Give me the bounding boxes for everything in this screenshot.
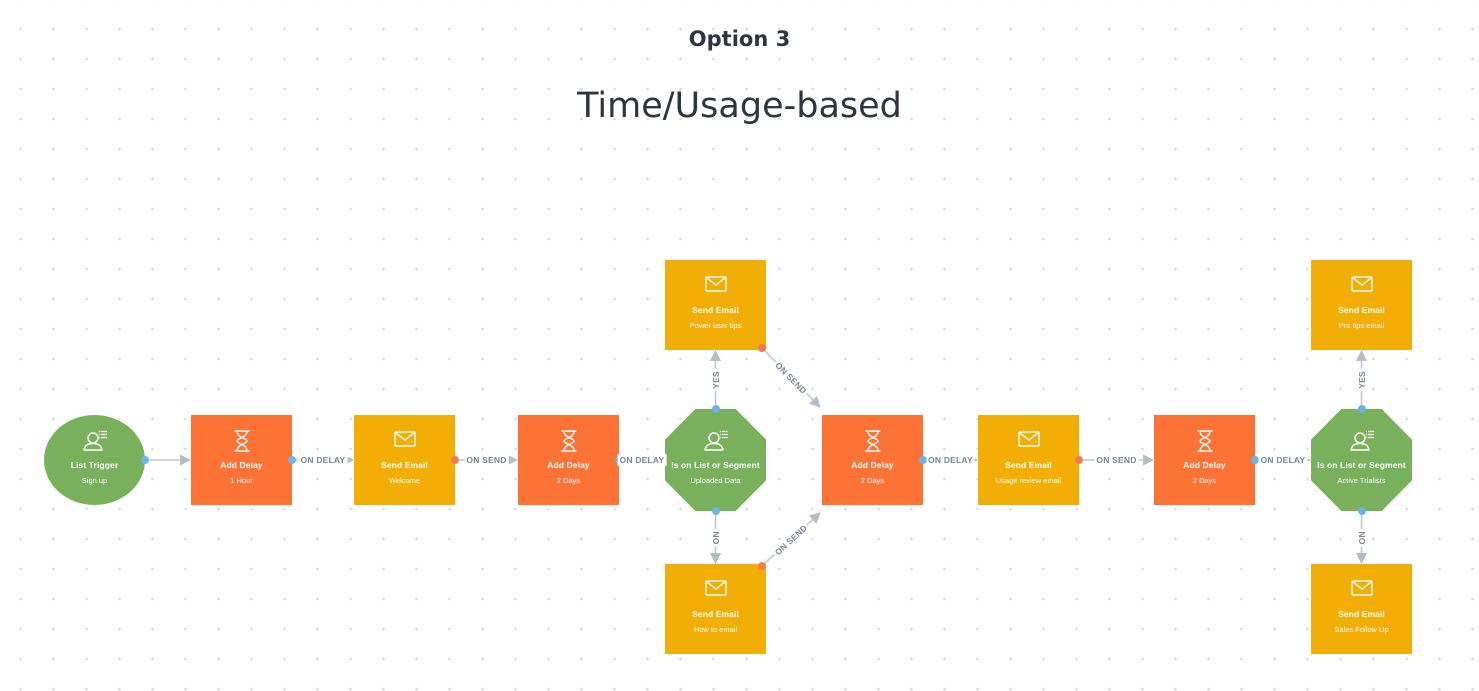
output-port[interactable]: [758, 344, 766, 352]
node-subtitle: Active Trialists: [1337, 476, 1386, 485]
node-title: List Trigger: [70, 460, 119, 470]
node-title: Send Email: [692, 609, 739, 619]
node-title: Send Email: [1005, 460, 1052, 470]
node-subtitle: 2 Days: [860, 476, 885, 485]
flow-title: Time/Usage-based: [577, 86, 902, 126]
user-list-icon: [665, 429, 766, 455]
output-port[interactable]: [711, 507, 720, 515]
edge-label: ON DELAY: [1258, 454, 1308, 466]
node-title: Add Delay: [220, 460, 263, 470]
edge-label: ON DELAY: [298, 454, 348, 466]
node-subtitle: Usage review email: [995, 476, 1062, 485]
edge-label: ON DELAY: [617, 454, 667, 466]
edge-label: ON SEND: [464, 454, 509, 466]
output-port[interactable]: [1075, 456, 1083, 464]
output-port[interactable]: [288, 456, 296, 464]
hourglass-icon: [191, 429, 292, 455]
node-title: Add Delay: [1183, 460, 1226, 470]
delay4-node[interactable]: Add Delay 2 Days: [1154, 415, 1255, 505]
delay3-node[interactable]: Add Delay 2 Days: [822, 415, 923, 505]
output-port[interactable]: [451, 456, 459, 464]
output-port[interactable]: [1251, 456, 1259, 464]
option-label: Option 3: [688, 27, 791, 51]
node-subtitle: Sign up: [81, 476, 108, 485]
node-subtitle: 2 Days: [1192, 476, 1217, 485]
node-title: Add Delay: [851, 460, 894, 470]
output-port[interactable]: [1357, 405, 1366, 413]
node-title: Is on List or Segment: [1317, 460, 1406, 470]
hourglass-icon: [518, 429, 619, 455]
node-subtitle: Uploaded Data: [690, 476, 741, 485]
node-subtitle: 1 Hour: [230, 476, 253, 485]
node-subtitle: 2 Days: [556, 476, 581, 485]
envelope-icon: [354, 429, 455, 455]
hourglass-icon: [822, 429, 923, 455]
edge-label: NO: [1355, 528, 1368, 547]
edge-label: YES: [1355, 368, 1368, 391]
envelope-icon: [1311, 274, 1412, 300]
hourglass-icon: [1154, 429, 1255, 455]
node-title: Send Email: [692, 305, 739, 315]
node-title: Add Delay: [547, 460, 590, 470]
user-list-icon: [1311, 429, 1412, 455]
node-subtitle: Welcome: [388, 476, 421, 485]
output-port[interactable]: [919, 456, 927, 464]
output-port[interactable]: [1357, 507, 1366, 515]
node-title: Send Email: [1338, 305, 1385, 315]
node-title: Is on List or Segment: [671, 460, 760, 470]
output-port[interactable]: [758, 562, 766, 570]
envelope-icon: [1311, 578, 1412, 604]
envelope-icon: [665, 578, 766, 604]
node-subtitle: Sales Follow Up: [1334, 625, 1389, 634]
output-port[interactable]: [141, 456, 149, 464]
node-subtitle: Pro tips email: [1338, 321, 1385, 330]
delay1-node[interactable]: Add Delay 1 Hour: [191, 415, 292, 505]
node-subtitle: Power user tips: [689, 321, 742, 330]
node-subtitle: How to email: [693, 625, 738, 634]
edge-label: ON DELAY: [926, 454, 975, 466]
user-list-icon: [44, 429, 145, 455]
envelope-icon: [978, 429, 1079, 455]
node-title: Send Email: [1338, 609, 1385, 619]
edge-label: ON SEND: [1094, 454, 1139, 466]
edge-label: NO: [709, 528, 722, 547]
delay2-node[interactable]: Add Delay 2 Days: [518, 415, 619, 505]
edge-label: YES: [709, 368, 722, 391]
node-title: Send Email: [381, 460, 428, 470]
envelope-icon: [665, 274, 766, 300]
output-port[interactable]: [711, 405, 720, 413]
